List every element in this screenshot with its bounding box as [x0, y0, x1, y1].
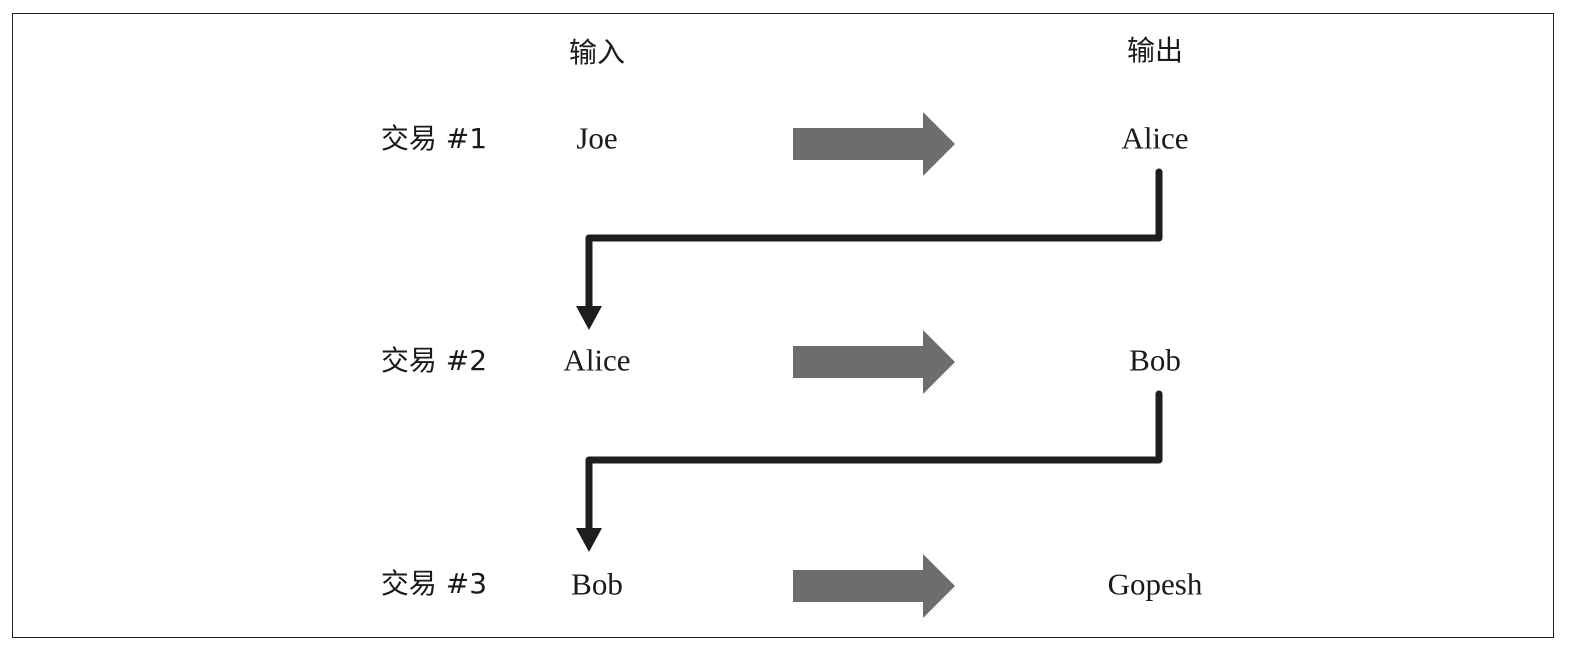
flow-arrow-1-icon	[793, 112, 955, 176]
diagram-frame	[12, 13, 1554, 638]
transaction-3-input: Bob	[571, 566, 623, 602]
transaction-1-label: 交易 #1	[380, 122, 488, 155]
transaction-2-label: 交易 #2	[380, 344, 488, 377]
flow-arrow-2-icon	[793, 330, 955, 394]
transaction-1-input: Joe	[576, 120, 618, 156]
flow-arrow-3-icon	[793, 554, 955, 618]
chain-arrowhead-2-icon	[576, 528, 602, 552]
transaction-3-output: Gopesh	[1107, 566, 1203, 602]
transaction-2-input: Alice	[563, 342, 631, 378]
transaction-3-label: 交易 #3	[380, 567, 488, 600]
chain-arrowhead-1-icon	[576, 306, 602, 330]
chain-line-2	[585, 390, 1163, 534]
chain-line-1	[585, 168, 1163, 312]
transaction-1-output: Alice	[1121, 120, 1189, 156]
transaction-2-output: Bob	[1129, 342, 1181, 378]
input-column-header: 输入	[568, 36, 626, 69]
output-column-header: 输出	[1126, 34, 1184, 67]
